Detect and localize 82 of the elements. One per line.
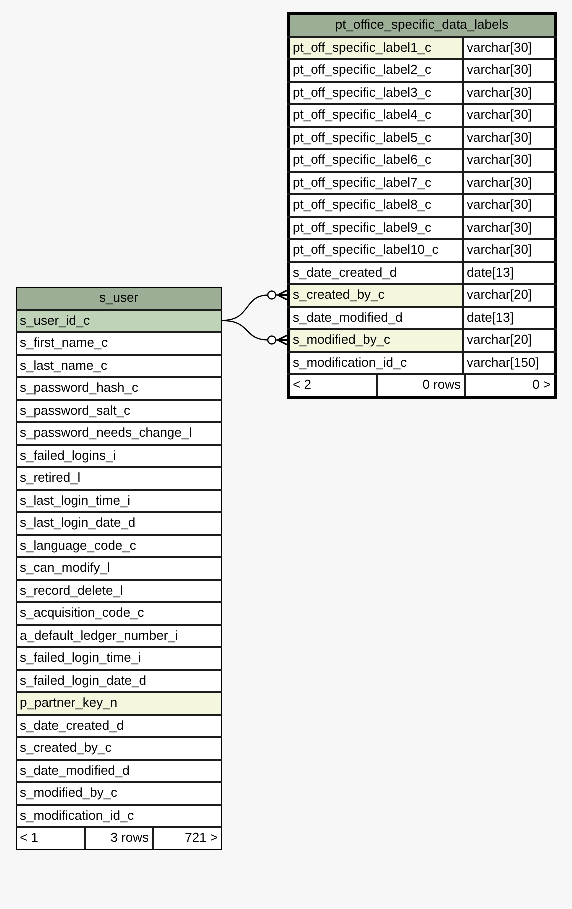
column-name: pt_off_specific_label1_c <box>290 38 462 58</box>
column-type: varchar[30] <box>464 38 554 58</box>
column-name: s_first_name_c <box>17 333 221 354</box>
column-name: s_modification_id_c <box>17 806 221 826</box>
column-type: varchar[30] <box>464 172 554 193</box>
table-row <box>287 105 557 126</box>
column-name: s_password_hash_c <box>17 378 221 398</box>
table-row <box>287 352 557 373</box>
column-name: s_failed_login_time_i <box>17 648 221 668</box>
column-name: s_modification_id_c <box>290 352 462 373</box>
column-type: varchar[30] <box>464 240 554 260</box>
relationship-line <box>222 320 288 346</box>
column-type: varchar[30] <box>464 195 554 216</box>
parent-count: < 1 <box>17 828 84 848</box>
column-type: varchar[20] <box>464 285 554 306</box>
column-name: s_record_delete_l <box>17 580 221 601</box>
column-name: s_password_needs_change_l <box>17 423 221 444</box>
column-name: pt_off_specific_label10_c <box>290 240 462 260</box>
column-type: varchar[30] <box>464 150 554 170</box>
column-type: varchar[30] <box>464 82 554 103</box>
column-type: varchar[30] <box>464 60 554 80</box>
table-header: pt_office_specific_data_labels <box>287 12 557 36</box>
column-name: s_language_code_c <box>17 536 221 556</box>
column-name: s_created_by_c <box>17 738 221 758</box>
child-count: 721 > <box>154 828 221 848</box>
column-name: s_modified_by_c <box>17 783 221 804</box>
table-footer <box>287 375 557 398</box>
table-row <box>287 240 557 260</box>
relationship-line <box>222 290 288 322</box>
column-name: s_acquisition_code_c <box>17 603 221 624</box>
column-name: s_date_modified_d <box>290 308 462 328</box>
column-name: pt_off_specific_label3_c <box>290 82 462 103</box>
table-row <box>287 195 557 216</box>
child-count: 0 > <box>466 375 554 396</box>
column-name: s_date_created_d <box>17 716 221 736</box>
column-name: pt_off_specific_label5_c <box>290 128 462 148</box>
table-row <box>287 172 557 193</box>
database-table <box>287 12 557 398</box>
column-name: s_modified_by_c <box>290 330 462 350</box>
column-name: pt_off_specific_label7_c <box>290 172 462 193</box>
column-name: pt_off_specific_label6_c <box>290 150 462 170</box>
column-name: s_created_by_c <box>290 285 462 306</box>
table-row <box>287 262 557 283</box>
database-table <box>16 287 222 850</box>
column-type: varchar[30] <box>464 105 554 126</box>
column-name: s_date_created_d <box>290 262 462 283</box>
table-row <box>287 128 557 148</box>
table-row <box>287 308 557 328</box>
parent-count: < 2 <box>290 375 376 396</box>
row-count: 0 rows <box>378 375 464 396</box>
column-name: s_retired_l <box>17 468 221 488</box>
column-type: date[13] <box>464 308 554 328</box>
column-name: pt_off_specific_label8_c <box>290 195 462 216</box>
column-type: date[13] <box>464 262 554 283</box>
column-type: varchar[20] <box>464 330 554 350</box>
table-row <box>287 330 557 350</box>
column-name: s_last_login_time_i <box>17 490 221 511</box>
column-type: varchar[150] <box>464 352 554 373</box>
column-name: s_can_modify_l <box>17 558 221 578</box>
row-count: 3 rows <box>86 828 152 848</box>
column-name: pt_off_specific_label4_c <box>290 105 462 126</box>
table-row <box>287 60 557 80</box>
column-type: varchar[30] <box>464 128 554 148</box>
column-name: s_password_salt_c <box>17 400 221 421</box>
column-name: s_last_login_date_d <box>17 513 221 534</box>
table-header: s_user <box>16 287 222 308</box>
column-name: p_partner_key_n <box>17 693 221 714</box>
column-name: s_failed_logins_i <box>17 446 221 466</box>
column-type: varchar[30] <box>464 218 554 238</box>
table-row <box>287 218 557 238</box>
table-row <box>287 38 557 58</box>
column-name: s_failed_login_date_d <box>17 670 221 691</box>
table-row <box>287 82 557 103</box>
column-name: s_date_modified_d <box>17 760 221 781</box>
column-name: s_user_id_c <box>17 310 221 331</box>
column-name: a_default_ledger_number_i <box>17 626 221 646</box>
table-row <box>287 150 557 170</box>
column-name: s_last_name_c <box>17 356 221 376</box>
column-name: pt_off_specific_label2_c <box>290 60 462 80</box>
table-row <box>287 285 557 306</box>
table-footer <box>16 828 222 850</box>
column-name: pt_off_specific_label9_c <box>290 218 462 238</box>
